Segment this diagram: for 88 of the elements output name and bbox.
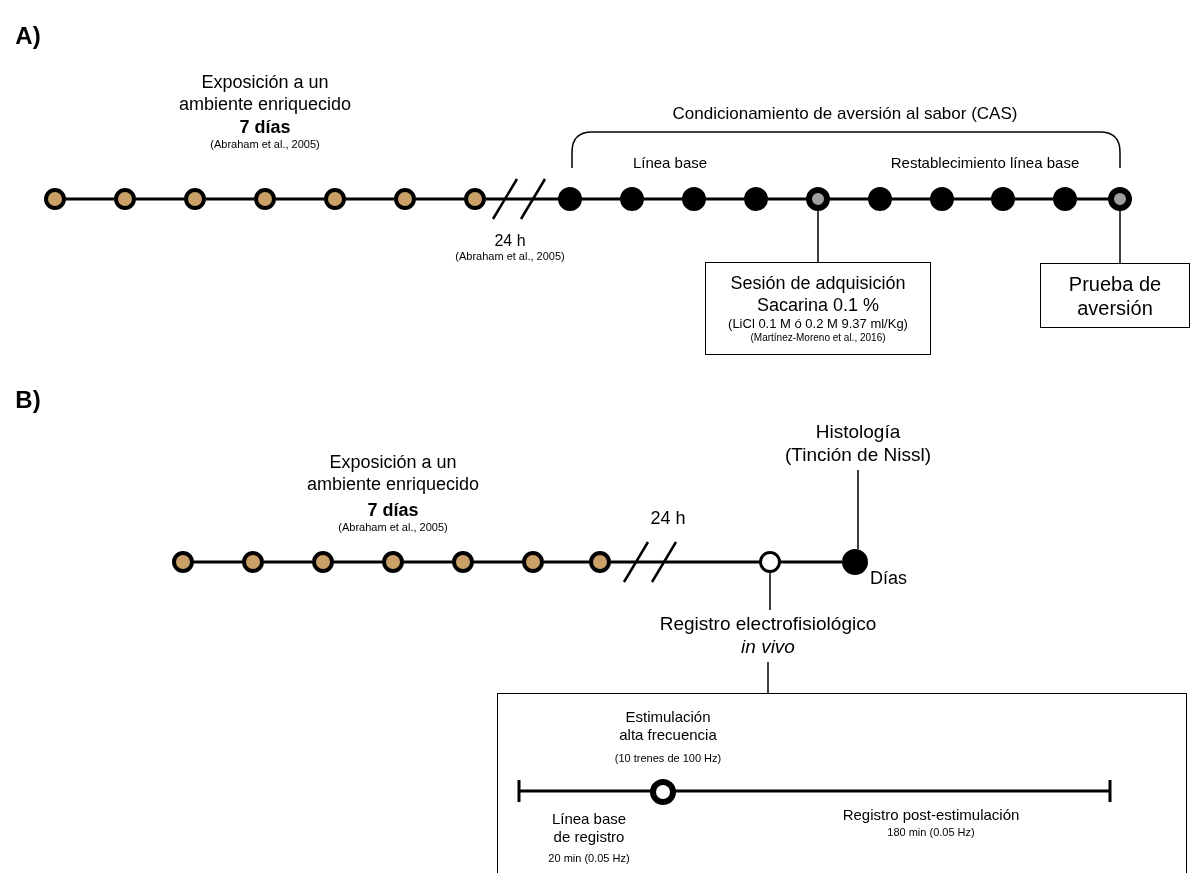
timeline-dot (172, 551, 194, 573)
timeline-segment (404, 560, 452, 564)
timeline-dot (1108, 187, 1132, 211)
panel-letter: B) (15, 386, 41, 415)
exposure-label: Exposición a un ambiente enriquecido (177, 72, 353, 116)
timeline-segment (1077, 197, 1108, 201)
baseline-label: Línea base de registro (550, 810, 628, 846)
timeline-dot (114, 188, 136, 210)
timeline-segment (334, 560, 382, 564)
recording-label: Registro electrofisiológico in vivo (658, 613, 878, 659)
timeline-segment (416, 197, 464, 201)
citation: (Abraham et al., 2005) (338, 521, 448, 535)
session-box (705, 262, 931, 355)
stimulation-label: Estimulación alta frecuencia (618, 708, 718, 744)
interval-label: 24 h (494, 231, 526, 251)
recording-panel (497, 693, 1187, 873)
phase-label: Condicionamiento de aversión al sabor (CAS) (672, 104, 1018, 125)
timeline-segment (1015, 197, 1053, 201)
stain-label: (Tinción de Nissl) (784, 444, 932, 467)
reinstatement-label: Restablecimiento línea base (890, 154, 1080, 172)
timeline-dot (44, 188, 66, 210)
timeline-dot (324, 188, 346, 210)
timeline-segment (954, 197, 991, 201)
timeline-segment (136, 197, 184, 201)
citation: (Abraham et al., 2005) (455, 250, 565, 264)
timeline-dot (254, 188, 276, 210)
timeline-dot (868, 187, 892, 211)
timeline-dot (744, 187, 768, 211)
leader-line (769, 572, 771, 611)
timeline-segment (768, 197, 806, 201)
timeline-segment (264, 560, 312, 564)
timeline-segment (781, 560, 842, 564)
timeline-segment (544, 560, 589, 564)
timeline-segment (582, 197, 620, 201)
post-label: Registro post-estimulación (842, 806, 1020, 824)
stimulation-ring (650, 779, 676, 805)
timeline-dot (1053, 187, 1077, 211)
citation: (Martínez-Moreno et al., 2016) (750, 331, 886, 344)
dose-note: (LiCl 0.1 M ó 0.2 M 9.37 ml/Kg) (728, 316, 908, 332)
leader-line (817, 210, 819, 263)
stimulation-note: (10 trenes de 100 Hz) (614, 752, 722, 766)
timeline-dot (842, 549, 868, 575)
baseline-note: 20 min (0.05 Hz) (548, 852, 630, 866)
timeline-segment (611, 560, 759, 564)
timeline-dot (242, 551, 264, 573)
timeline-dot (930, 187, 954, 211)
panel-letter: A) (15, 22, 41, 51)
timeline-dot (464, 188, 486, 210)
duration-label: 7 días (367, 500, 419, 522)
timeline-dot (312, 551, 334, 573)
timeline-segment (346, 197, 394, 201)
timeline-segment (194, 560, 242, 564)
timeline-dot (558, 187, 582, 211)
timeline-segment (892, 197, 930, 201)
timeline-dot (682, 187, 706, 211)
exposure-label: Exposición a un ambiente enriquecido (305, 452, 481, 496)
timeline-dot (382, 551, 404, 573)
timeline-segment (66, 197, 114, 201)
test-box (1040, 263, 1190, 328)
timeline-segment (706, 197, 744, 201)
timeline-segment (644, 197, 682, 201)
session-title: Sacarina 0.1 % (756, 294, 880, 317)
leader-line (767, 661, 769, 694)
post-note: 180 min (0.05 Hz) (887, 826, 975, 840)
timeline-segment (474, 560, 522, 564)
timeline-dot (759, 551, 781, 573)
timeline-segment (276, 197, 324, 201)
leader-line (1119, 210, 1121, 264)
timeline-segment (206, 197, 254, 201)
timeline-dot (394, 188, 416, 210)
time-axis-label: Días (870, 568, 907, 589)
timeline-segment (830, 197, 868, 201)
session-title: Sesión de adquisición (730, 273, 906, 295)
leader-line (857, 469, 859, 550)
duration-label: 7 días (239, 117, 291, 139)
timeline-dot (522, 551, 544, 573)
interval-label: 24 h (650, 508, 686, 530)
baseline-label: Línea base (632, 154, 708, 172)
histology-label: Histología (815, 421, 901, 444)
timeline-dot (991, 187, 1015, 211)
timeline-dot (184, 188, 206, 210)
timeline-dot (452, 551, 474, 573)
timeline-segment (486, 197, 558, 201)
timeline-dot (806, 187, 830, 211)
timeline-dot (589, 551, 611, 573)
box-text: Prueba de aversión (1067, 271, 1163, 320)
citation: (Abraham et al., 2005) (210, 138, 320, 152)
timeline-dot (620, 187, 644, 211)
